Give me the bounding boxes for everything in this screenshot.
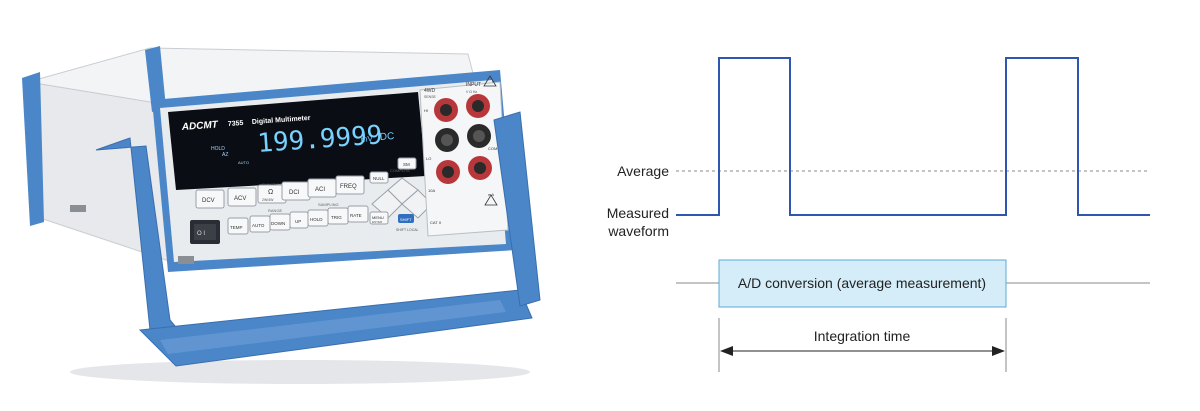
acv-button[interactable] (227, 187, 257, 207)
power-rocker[interactable] (194, 224, 216, 240)
integration-time-label: Integration time (814, 328, 911, 344)
temp-label: TEMP (230, 225, 243, 230)
indicator-az: AZ (222, 152, 228, 158)
foot-front-left (178, 256, 194, 264)
brand-logo: ADCMT (180, 119, 219, 133)
ohm-label: Ω (268, 189, 273, 196)
device-title: Digital Multimeter (252, 115, 311, 126)
function-button-row: DCV ACV Ω 2W/4W DCI ACI FREQ (195, 175, 365, 209)
sm-label: SM (403, 162, 410, 167)
multimeter-illustration: ADCMT 7355 Digital Multimeter 199.9999 m… (22, 46, 541, 384)
freq-button[interactable] (335, 175, 365, 195)
terminal-input-label: INPUT (466, 82, 481, 88)
dcv-button[interactable] (195, 189, 225, 209)
menu-sub-label: ENTER (372, 220, 383, 224)
floor-shadow (70, 360, 530, 384)
jack-hole (442, 166, 454, 178)
jack-hole (473, 130, 485, 142)
freq-label: FREQ (340, 184, 357, 190)
down-label: DOWN (271, 221, 285, 226)
measured-label-line1: Measured (607, 205, 669, 221)
warning-icon (484, 194, 498, 206)
aci-label: ACI (315, 187, 325, 193)
model-number: 7355 (228, 120, 244, 128)
terminal-4wd-label: 4WD (424, 88, 436, 94)
dci-label: DCI (289, 190, 300, 196)
jack-hole (441, 134, 453, 146)
integration-arrow-left-head (720, 346, 733, 356)
jack-hole (472, 100, 484, 112)
dcv-label: DCV (202, 198, 215, 204)
ad-conversion-label: A/D conversion (average measurement) (738, 275, 986, 291)
handle-highlight (160, 300, 506, 354)
terminal-com-label: COM (488, 146, 497, 151)
terminal-hi-label: HI (424, 108, 428, 113)
foot-left (70, 205, 86, 212)
display-mode: DC (379, 131, 394, 143)
indicator-hold: HOLD (211, 146, 225, 152)
ad-conversion-box (718, 259, 1007, 308)
terminal-v-label: V Ω Hz (466, 90, 477, 94)
jack-hole (474, 162, 486, 174)
up-label: UP (295, 219, 301, 224)
display-unit: mV (361, 134, 374, 144)
menu-button[interactable] (369, 211, 389, 225)
shift-label: SHIFT (400, 217, 412, 222)
null-label: NULL (373, 176, 385, 181)
menu-label: MENU (372, 215, 384, 220)
jack-hole (440, 104, 452, 116)
compute-header: COMPUTE (390, 168, 410, 173)
terminal-cat-label: CAT II (430, 220, 441, 225)
hold-label: HOLD (310, 217, 323, 222)
terminal-sense-label: SENSE (424, 95, 437, 99)
case-blue-top-bumper (145, 46, 166, 112)
rate-button[interactable] (347, 205, 369, 223)
measured-label-line2: waveform (607, 223, 669, 239)
rate-label: RATE (350, 213, 362, 218)
indicator-auto: AUTO (238, 160, 249, 165)
terminal-jacks (434, 94, 492, 184)
sm-button[interactable] (397, 157, 417, 170)
temp-button[interactable] (227, 217, 249, 235)
auto-label: AUTO (252, 223, 265, 228)
average-label: Average (617, 163, 669, 179)
case-blue-rear-bumper (22, 72, 44, 226)
acv-label: ACV (234, 196, 246, 202)
warning-icon-top (483, 75, 497, 87)
terminal-panel (419, 81, 509, 237)
range-header: RANGE (268, 208, 283, 213)
local-label: SHIFT LOCAL (396, 228, 419, 232)
integration-arrow-right-head (992, 346, 1005, 356)
power-symbols: O I (197, 231, 205, 237)
trig-label: TRIG (331, 215, 342, 220)
measured-waveform (676, 57, 1150, 216)
terminal-lo-label: LO (426, 156, 431, 161)
ohm-sub-label: 2W/4W (262, 198, 274, 202)
shift-button[interactable] (398, 214, 414, 223)
handle-right-arm (493, 111, 541, 307)
null-button[interactable] (369, 171, 389, 184)
display-window (168, 92, 426, 190)
sampling-header: SAMPLING (318, 202, 339, 207)
lower-button-row: TEMP AUTO DOWN UP HOLD TRIG RATE (227, 205, 369, 235)
terminal-10a-label: 10A (428, 188, 435, 193)
integration-diagram: Average Measured waveform A/D conversion… (607, 57, 1150, 372)
